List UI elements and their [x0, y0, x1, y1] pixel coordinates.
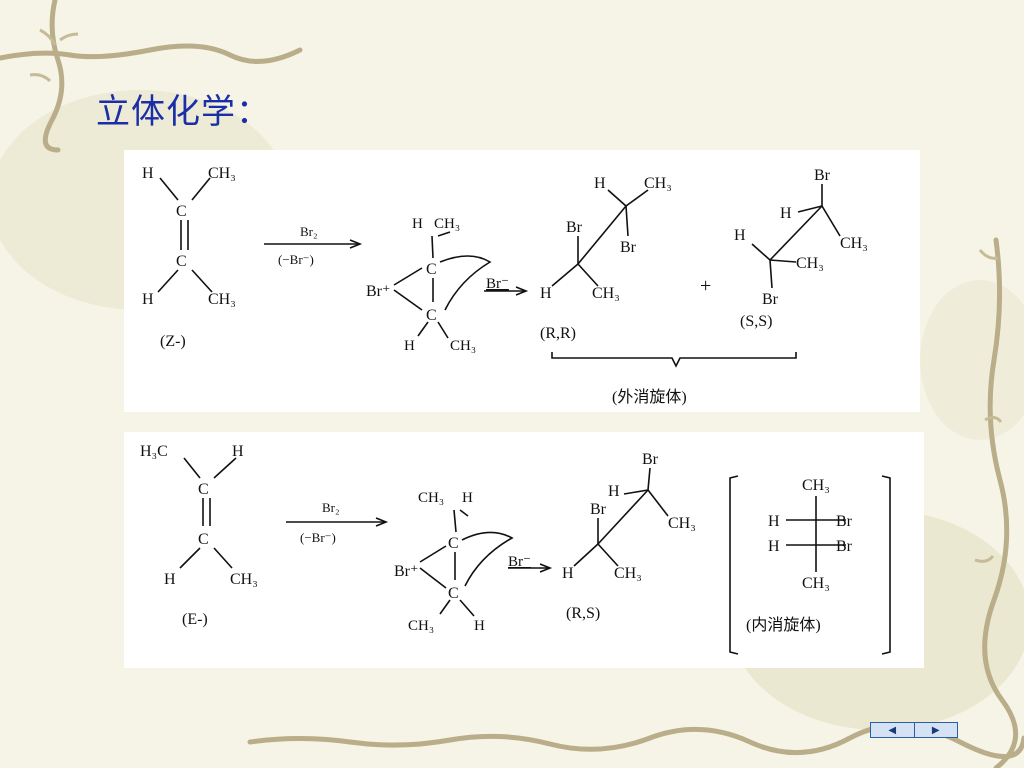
reaction-panel-z [124, 150, 920, 412]
prev-slide-button[interactable]: ◀ [888, 724, 897, 736]
vine-right [982, 237, 1018, 768]
next-slide-button[interactable]: ▶ [913, 723, 958, 737]
vine-top [0, 43, 303, 64]
slide-title: 立体化学： [96, 92, 271, 132]
slide-navigation: ◀ ▶ [870, 722, 958, 738]
vine-left [42, 0, 65, 153]
reaction-panel-e [124, 432, 924, 668]
